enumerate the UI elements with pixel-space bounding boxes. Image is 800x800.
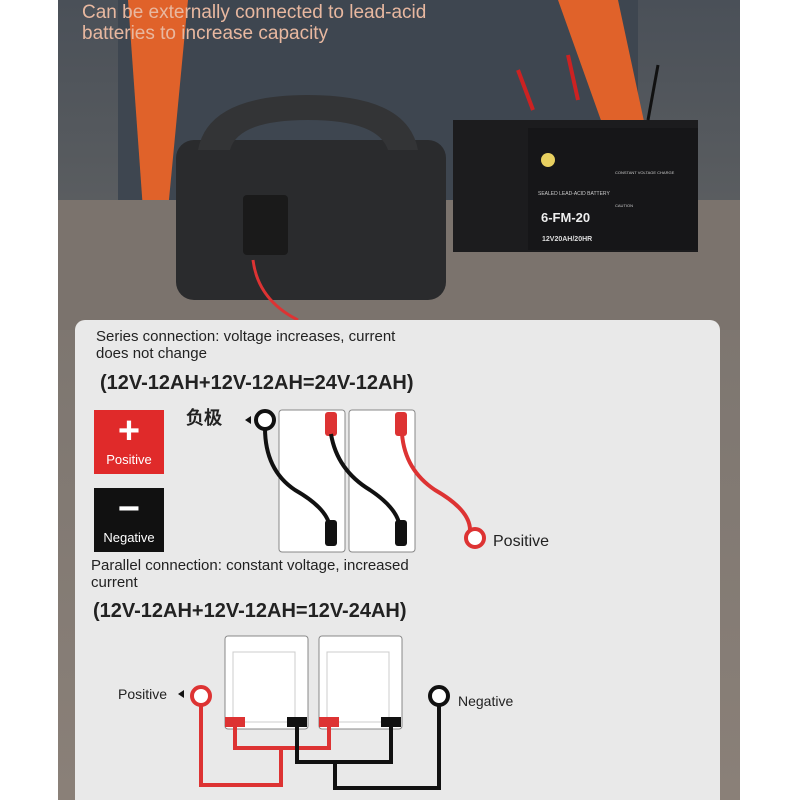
- svg-text:CAUTION: CAUTION: [615, 203, 633, 208]
- caption-text: Can be externally connected to lead-acid…: [82, 2, 427, 44]
- parallel-negative-label: Negative: [458, 693, 513, 709]
- plus-icon: +: [117, 410, 141, 452]
- svg-text:CONSTANT VOLTAGE CHARGE: CONSTANT VOLTAGE CHARGE: [615, 170, 675, 175]
- positive-legend: + Positive: [94, 410, 164, 474]
- minus-icon: −: [117, 488, 141, 530]
- arrow-left-icon: [178, 690, 184, 698]
- parallel-negative-ring: [428, 685, 450, 707]
- series-formula: (12V-12AH+12V-12AH=24V-12AH): [100, 372, 414, 394]
- series-negative-label: 负极: [186, 407, 223, 428]
- series-negative-ring: [254, 409, 276, 431]
- battery-model-text: 6-FM-20: [541, 210, 590, 225]
- series-description: Series connection: voltage increases, cu…: [96, 328, 396, 362]
- solar-panel-stand: [128, 0, 188, 210]
- lead-acid-battery: SEALED LEAD-ACID BATTERY 6-FM-20 12V20AH…: [453, 54, 698, 252]
- battery-type-text: SEALED LEAD-ACID BATTERY: [538, 191, 610, 197]
- parallel-description: Parallel connection: constant voltage, i…: [91, 557, 409, 591]
- power-station: [176, 95, 446, 322]
- series-diagram: 负极 Positive: [186, 407, 549, 553]
- series-positive-ring: [464, 527, 486, 549]
- wiring-diagrams: 负极 Positive Positive Negative: [118, 407, 549, 790]
- negative-legend: − Negative: [94, 488, 164, 552]
- parallel-formula: (12V-12AH+12V-12AH=12V-24AH): [93, 600, 407, 622]
- series-terminal-positive: [325, 412, 337, 436]
- parallel-positive-ring: [190, 685, 212, 707]
- positive-legend-label: Positive: [106, 452, 152, 467]
- negative-legend-label: Negative: [103, 530, 155, 545]
- arrow-left-icon: [245, 416, 251, 424]
- parallel-positive-label: Positive: [118, 686, 167, 702]
- connection-diagram-panel: Series connection: voltage increases, cu…: [75, 320, 720, 800]
- photo-scene: SEALED LEAD-ACID BATTERY 6-FM-20 12V20AH…: [58, 0, 740, 330]
- series-positive-label: Positive: [493, 533, 549, 550]
- parallel-diagram: Positive Negative: [118, 635, 513, 790]
- battery-rating-text: 12V20AH/20HR: [542, 236, 592, 243]
